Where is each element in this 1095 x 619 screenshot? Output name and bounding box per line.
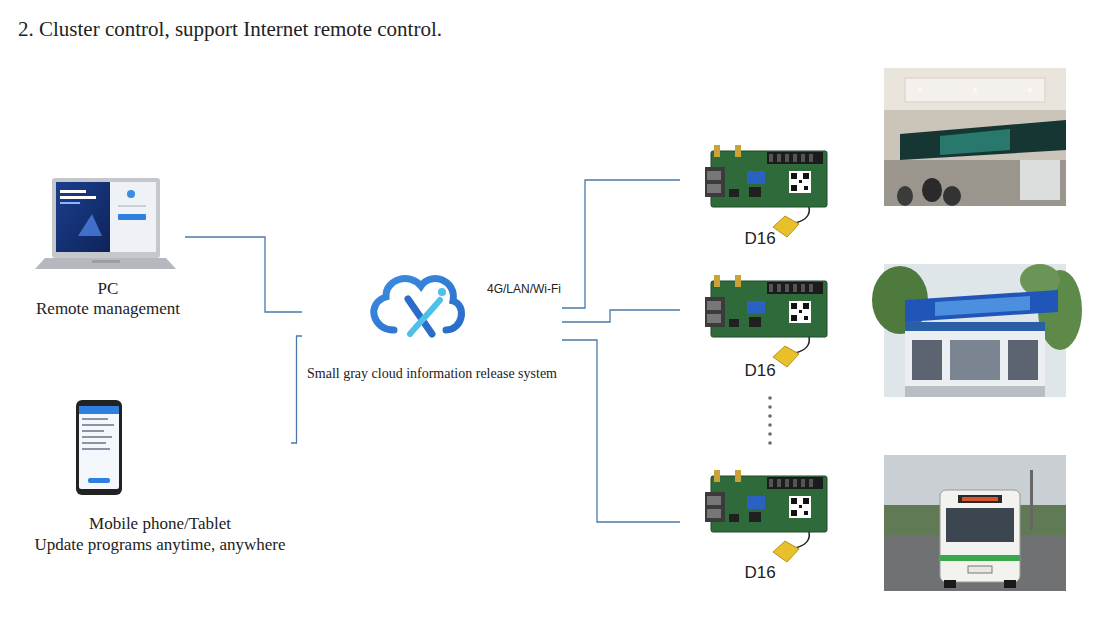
outdoor-photo xyxy=(872,264,1082,397)
edge-label: 4G/LAN/Wi-Fi xyxy=(485,282,563,296)
illustration-part xyxy=(897,186,913,206)
illustration-part xyxy=(768,432,772,436)
illustration-part xyxy=(922,178,942,202)
illustration-part xyxy=(912,340,942,380)
illustration-part xyxy=(962,497,998,501)
illustration-part xyxy=(35,258,176,269)
illustration-part xyxy=(78,214,102,236)
node-text: Update programs anytime, anywhere xyxy=(34,534,285,555)
illustration-part xyxy=(60,196,96,199)
pc-node: PCRemote management xyxy=(31,175,185,325)
diagram-title: 2. Cluster control, support Internet rem… xyxy=(18,17,442,42)
node-text: Mobile phone/Tablet xyxy=(89,513,231,534)
controller-node: D16 xyxy=(680,275,840,385)
illustration-part xyxy=(82,430,104,432)
illustration-part xyxy=(82,448,110,450)
controller-board xyxy=(705,470,827,562)
illustration-part xyxy=(88,478,110,483)
node-text: PC xyxy=(98,279,119,299)
illustration-part xyxy=(82,418,108,420)
illustration-part xyxy=(768,441,772,445)
controller-node: D16 xyxy=(680,145,840,253)
illustration-part xyxy=(60,190,86,193)
ellipsis-dots xyxy=(768,396,772,445)
connector-line xyxy=(562,340,680,522)
illustration-part xyxy=(940,490,1020,582)
cloud-icon xyxy=(374,279,462,334)
illustration-part xyxy=(950,340,1000,380)
illustration-part xyxy=(768,414,772,418)
connector-line xyxy=(562,310,680,322)
illustration-part xyxy=(127,190,135,198)
illustration-part xyxy=(905,290,1058,322)
node-text: D16 xyxy=(744,361,775,381)
illustration-part xyxy=(79,406,119,414)
illustration-part xyxy=(944,580,956,588)
illustration-part xyxy=(884,68,1066,206)
illustration-part xyxy=(118,205,146,207)
illustration-part xyxy=(82,436,112,438)
illustration-part xyxy=(884,160,1066,206)
illustration-part xyxy=(905,322,1045,397)
node-text: D16 xyxy=(744,563,775,583)
illustration-part xyxy=(946,508,1014,542)
illustration-part xyxy=(56,182,156,252)
illustration-part xyxy=(410,300,440,334)
cloud-node: Small gray cloud information release sys… xyxy=(302,298,562,390)
connector-line xyxy=(562,180,680,308)
illustration-part xyxy=(438,288,446,296)
illustration-part xyxy=(82,424,114,426)
controller-board xyxy=(705,145,827,237)
illustration-part xyxy=(768,396,772,400)
illustration-part xyxy=(940,555,1020,561)
illustration-part xyxy=(1004,580,1016,588)
illustration-part xyxy=(905,78,1045,102)
illustration-part xyxy=(118,214,146,220)
illustration-part xyxy=(958,495,1002,503)
illustration-part xyxy=(943,186,961,206)
illustration-part xyxy=(900,120,1066,160)
connector-line xyxy=(185,237,302,312)
illustration-part xyxy=(76,400,122,495)
illustration-part xyxy=(884,455,1066,591)
illustration-part xyxy=(60,202,80,204)
controller-node: D16 xyxy=(680,470,840,590)
illustration-part xyxy=(968,566,992,573)
phone-illustration xyxy=(76,400,122,495)
illustration-part xyxy=(905,322,1045,331)
bus-photo xyxy=(884,455,1066,591)
node-text: Small gray cloud information release sys… xyxy=(307,365,557,383)
illustration-part xyxy=(52,178,160,258)
laptop-illustration xyxy=(35,178,176,269)
illustration-part xyxy=(1028,88,1032,92)
illustration-part xyxy=(768,423,772,427)
illustration-part xyxy=(768,405,772,409)
illustration-part xyxy=(56,182,110,252)
illustration-part xyxy=(905,386,1045,397)
indoor-photo xyxy=(884,68,1066,206)
illustration-part xyxy=(918,88,922,92)
controller-board xyxy=(705,275,827,367)
illustration-part xyxy=(884,68,1066,110)
illustration-part xyxy=(1030,470,1033,530)
illustration-part xyxy=(82,442,106,444)
illustration-part xyxy=(1008,340,1038,380)
illustration-part xyxy=(92,260,120,263)
illustration-part xyxy=(1020,160,1060,200)
node-text: Remote management xyxy=(36,299,180,319)
illustration-part xyxy=(935,296,1030,316)
node-text: D16 xyxy=(744,229,775,249)
illustration-part xyxy=(940,129,1010,155)
illustration-part xyxy=(79,406,119,489)
connector-line xyxy=(291,336,302,443)
mobile-node: Mobile phone/TabletUpdate programs anyti… xyxy=(29,395,291,559)
illustration-part xyxy=(973,88,977,92)
